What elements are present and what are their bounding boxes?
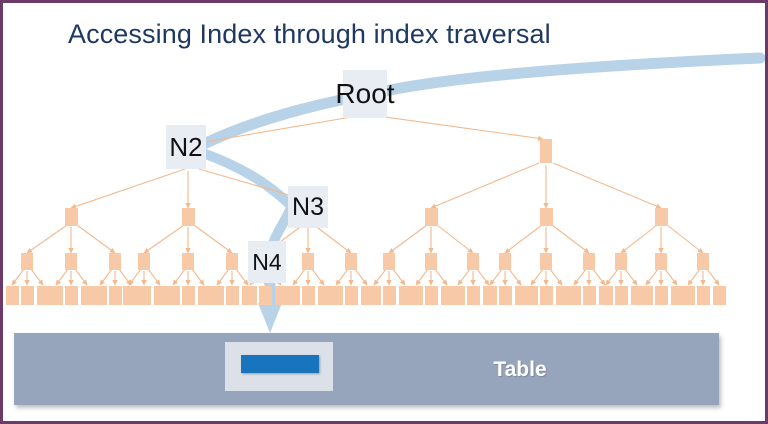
node-label-n3[interactable]: N3 xyxy=(288,186,328,228)
node-label-n2[interactable]: N2 xyxy=(166,125,206,169)
tree-leaf-nodes xyxy=(6,286,726,305)
table-block[interactable] xyxy=(14,333,719,405)
node-label-n4[interactable]: N4 xyxy=(248,241,286,283)
table-label: Table xyxy=(493,358,547,381)
node-label-root[interactable]: Root xyxy=(335,70,395,118)
table-row[interactable] xyxy=(241,355,319,373)
tree-nodes xyxy=(21,139,709,270)
page-title: Accessing Index through index traversal xyxy=(68,19,551,49)
